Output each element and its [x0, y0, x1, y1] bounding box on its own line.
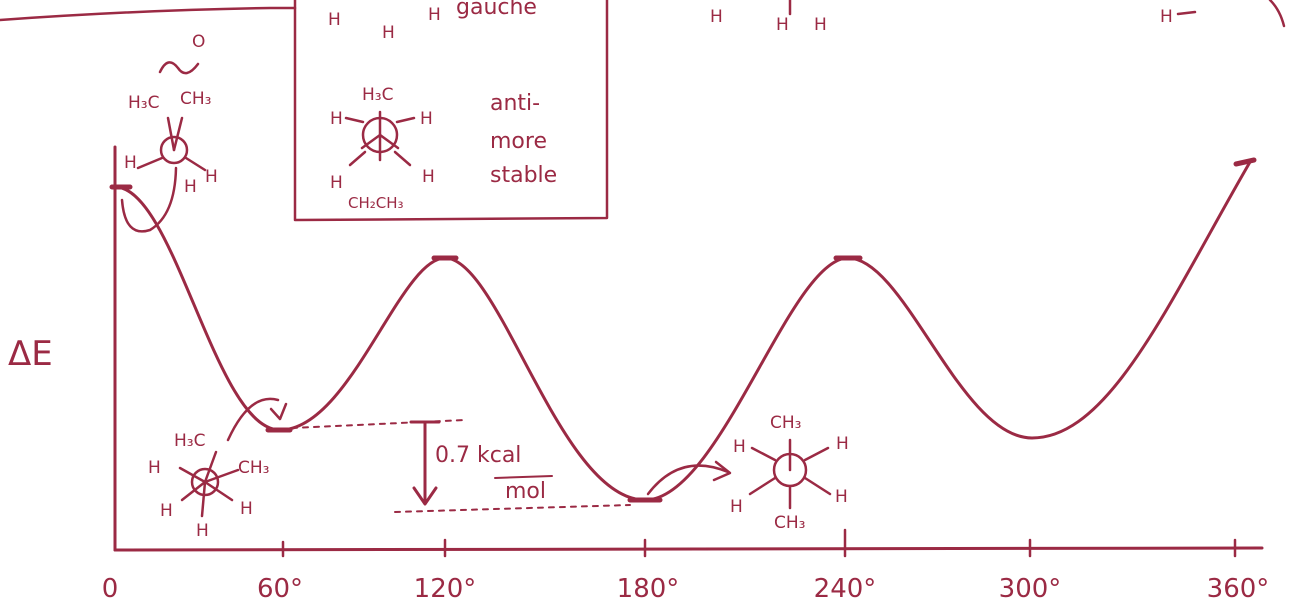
anti-newman: CH₃ H H H H CH₃ [646, 413, 849, 533]
x-tick-240: 240° [814, 574, 877, 600]
svg-text:H₃C: H₃C [174, 431, 205, 451]
x-tick-120: 120° [414, 574, 477, 600]
stable-label: stable [490, 163, 557, 188]
svg-text:H: H [330, 173, 343, 193]
x-tick-360: 360° [1207, 574, 1270, 600]
svg-text:H: H [148, 458, 161, 478]
svg-text:H: H [196, 521, 209, 541]
gap-fraction-bar [494, 475, 553, 479]
eclipsed-newman: O H₃C CH₃ H H H [120, 32, 218, 233]
gap-dash-lower [394, 504, 631, 513]
svg-text:H: H [382, 23, 395, 43]
svg-text:H: H [710, 7, 723, 27]
legend-box [293, 0, 609, 222]
svg-text:H: H [205, 167, 218, 187]
svg-text:H: H [328, 10, 341, 30]
energy-curve [113, 160, 1252, 502]
svg-text:CH₂CH₃: CH₂CH₃ [348, 194, 404, 212]
gauche-label: gauche [456, 0, 537, 20]
svg-text:H: H [422, 167, 435, 187]
x-tick-0: 0 [102, 574, 119, 600]
svg-text:H: H [835, 487, 848, 507]
svg-text:H: H [730, 497, 743, 517]
svg-text:H: H [184, 177, 197, 197]
x-tick-marks [281, 528, 1237, 558]
svg-text:H: H [428, 5, 441, 25]
x-tick-180: 180° [617, 574, 680, 600]
svg-text:H: H [330, 109, 343, 129]
more-label: more [490, 129, 547, 154]
top-right-fragment: H [1160, 0, 1286, 28]
anti-label: anti- [490, 91, 540, 116]
gap-arrowhead [412, 486, 438, 506]
svg-text:H: H [814, 15, 827, 35]
svg-text:H: H [124, 153, 137, 173]
legend-gauche: H H H gauche [328, 0, 537, 43]
svg-text:H: H [420, 109, 433, 129]
svg-text:H: H [733, 437, 746, 457]
gap-value: 0.7 kcal [435, 443, 521, 468]
x-tick-300: 300° [999, 574, 1062, 600]
top-line [0, 6, 297, 22]
svg-text:H₃C: H₃C [362, 85, 393, 105]
svg-text:H₃C: H₃C [128, 93, 159, 113]
svg-text:CH₃: CH₃ [770, 413, 801, 433]
svg-text:CH₃: CH₃ [238, 458, 269, 478]
x-axis [113, 546, 1264, 552]
svg-text:H: H [1160, 7, 1173, 27]
svg-text:O: O [192, 32, 205, 52]
svg-text:H: H [836, 434, 849, 454]
svg-text:CH₃: CH₃ [180, 89, 211, 109]
svg-text:CH₃: CH₃ [774, 513, 805, 533]
y-axis-label: ΔE [8, 334, 53, 374]
svg-text:H: H [240, 499, 253, 519]
svg-text:H: H [160, 501, 173, 521]
x-tick-60: 60° [257, 574, 303, 600]
extremum-marks [109, 157, 1257, 503]
top-center-fragment: H H H [710, 0, 827, 35]
gap-unit: mol [505, 479, 546, 504]
svg-text:H: H [776, 15, 789, 35]
gauche-newman: H₃C CH₃ H H H H [148, 397, 288, 541]
legend-anti-newman: H₃C H H H H CH₂CH₃ [330, 85, 435, 212]
